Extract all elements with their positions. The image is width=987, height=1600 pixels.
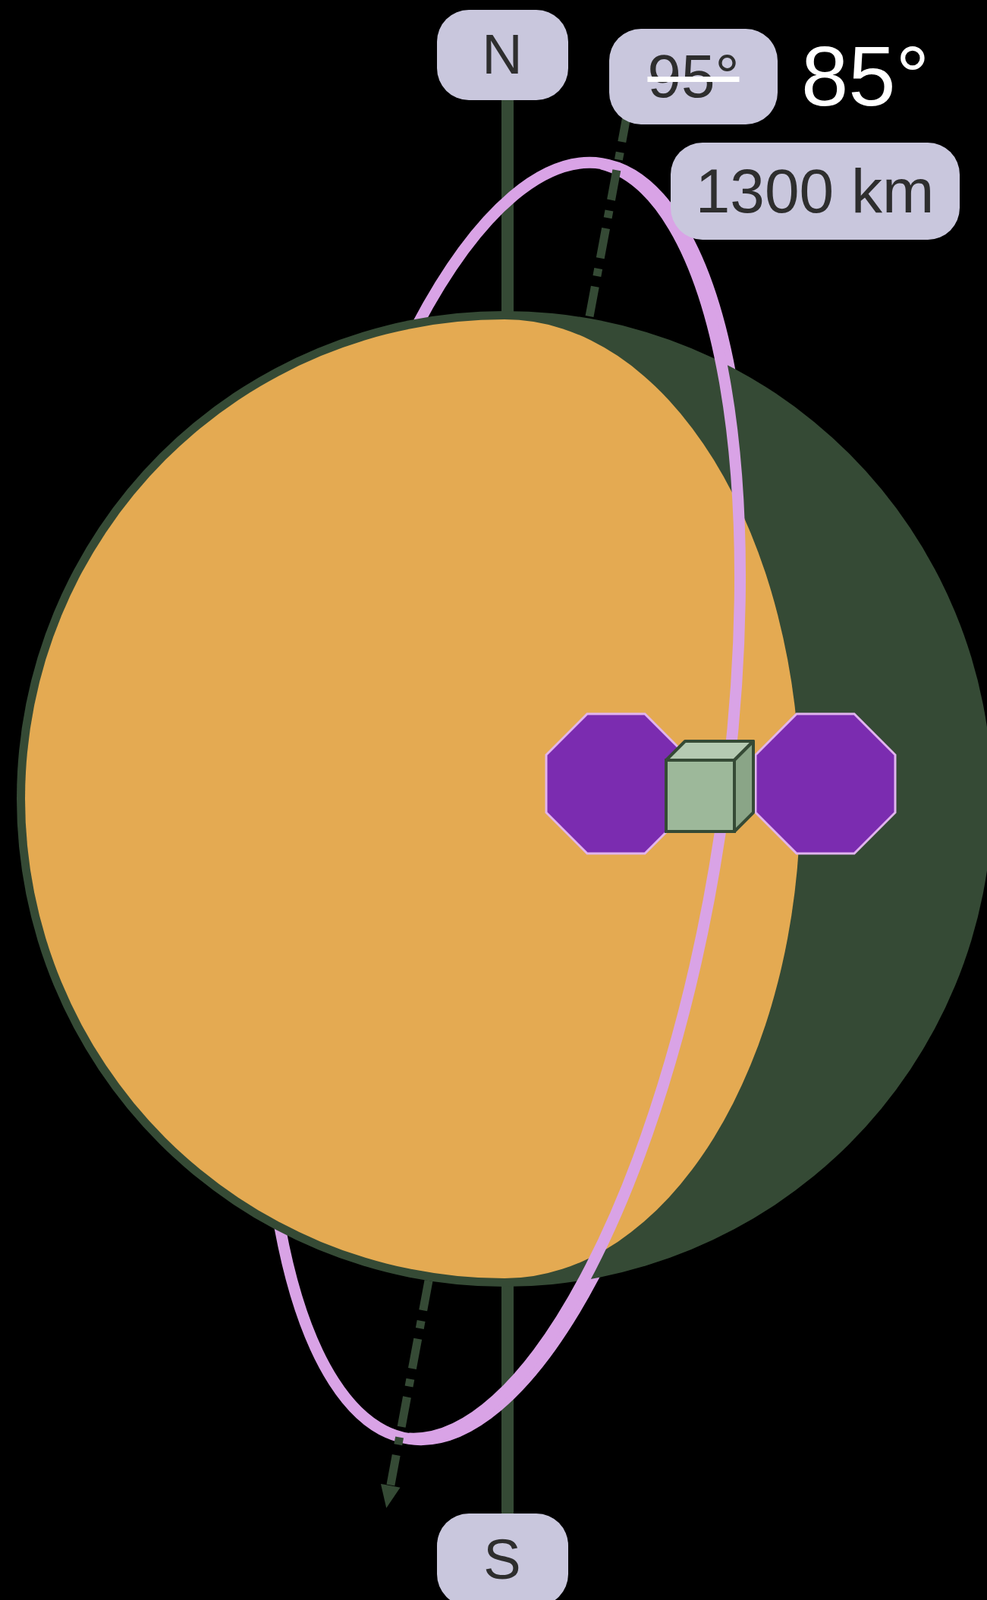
planet-day-side xyxy=(25,319,801,1279)
satellite-body xyxy=(734,741,754,832)
label-box: 95° xyxy=(609,28,778,125)
solar-panel xyxy=(755,713,896,854)
box-text: 1300 km xyxy=(695,160,935,223)
box-text: 95° xyxy=(647,46,740,107)
orbit-front xyxy=(408,163,741,1439)
label-box: S xyxy=(436,1513,569,1600)
spin-axis-arrow xyxy=(388,1280,429,1497)
planet-night-side xyxy=(16,311,987,1287)
satellite-body xyxy=(666,760,735,832)
box-text: S xyxy=(483,1531,521,1588)
box-text: N xyxy=(481,26,522,83)
label-box: N xyxy=(436,9,569,101)
angle-label: 85° xyxy=(801,34,930,120)
spin-axis-arrow xyxy=(589,100,630,317)
label-box: 1300 km xyxy=(670,142,960,240)
